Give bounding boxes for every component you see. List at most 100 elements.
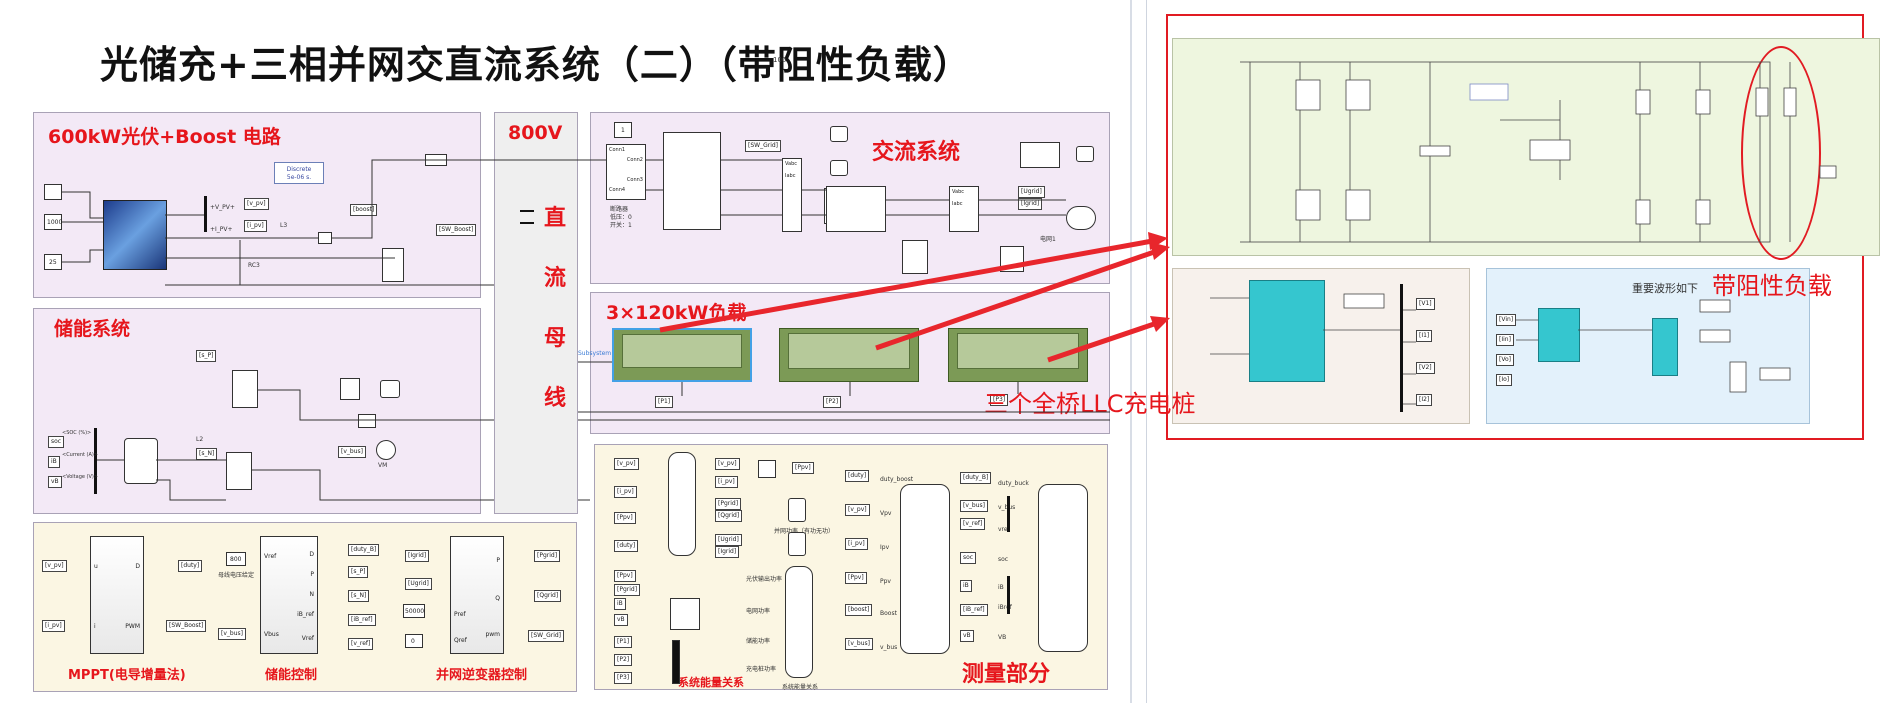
cyan-llc-block[interactable] [1249,280,1325,382]
ac-scope-1[interactable] [830,126,848,142]
in-io[interactable]: [Io] [1496,374,1513,386]
tag-igrid[interactable]: [Igrid] [1018,198,1043,210]
gc-out-pgrid[interactable]: [Pgrid] [534,550,561,562]
tag-i-pv[interactable]: [i_pv] [244,220,267,232]
ac-scope-2[interactable] [830,160,848,176]
en-igrid[interactable]: [Igrid] [715,546,740,558]
en-duty[interactable]: [duty] [614,540,639,552]
meas-scope-2[interactable] [1038,484,1088,652]
mppt-out-sw[interactable]: [SW_Boost] [166,620,207,632]
llc-charger-3[interactable] [948,328,1088,382]
m-i-pv[interactable]: [i_pv] [845,538,868,550]
energy-scope-big[interactable] [785,566,813,678]
en-p3[interactable]: [P3] [614,672,633,684]
inverter-bridge[interactable] [663,132,721,230]
en-p-pv[interactable]: [Ppv] [614,512,636,524]
tag-s-p[interactable]: [s_P] [196,350,217,362]
en-i-pv-2[interactable]: [i_pv] [715,476,738,488]
boost-switch[interactable] [382,248,404,282]
tag-s-n[interactable]: [s_N] [196,448,218,460]
en-p2[interactable]: [P2] [614,654,633,666]
m-boost[interactable]: [boost] [845,604,873,616]
m-ib-ref[interactable]: [iB_ref] [960,604,988,616]
tag-ib[interactable]: iB [48,456,60,468]
step-block[interactable] [44,184,62,200]
product-block[interactable] [758,460,776,478]
tag-ugrid[interactable]: [Ugrid] [1018,186,1045,198]
constant-25[interactable]: 25 [44,254,62,270]
mppt-block[interactable]: u i D PWM [90,536,144,654]
out-i2[interactable]: [I2] [1416,394,1433,406]
dc-bus-capacitor[interactable] [520,210,534,224]
m-soc[interactable]: soc [960,552,977,564]
lcl-filter[interactable] [826,186,886,232]
en-ppv2[interactable]: [Ppv] [614,570,636,582]
llc-charger-2[interactable] [779,328,919,382]
cyan-wave-block-2[interactable] [1652,318,1678,376]
mppt-out-duty[interactable]: [duty] [178,560,203,572]
storage-scope[interactable] [380,380,400,398]
en-qgrid[interactable]: [Qgrid] [715,510,743,522]
ac-const-1[interactable]: 1 [614,122,632,138]
m-v-pv[interactable]: [v_pv] [845,504,870,516]
grid-source[interactable] [1066,206,1096,230]
m-duty[interactable]: [duty] [845,470,870,482]
battery-icon[interactable] [124,438,158,484]
en-vb[interactable]: vB [614,614,628,626]
out-i1[interactable]: [I1] [1416,330,1433,342]
transformer-1[interactable] [902,240,928,274]
out-v1[interactable]: [V1] [1416,298,1435,310]
sc-out-ibref[interactable]: [iB_ref] [348,614,376,626]
gc-c50000[interactable]: 50000 [403,604,425,618]
sc-out-duty[interactable]: [duty_B] [348,544,380,556]
storage-switch-bottom[interactable] [226,452,252,490]
gc-in-ugrid[interactable]: [Ugrid] [405,578,432,590]
m-v-bus2[interactable]: [v_bus] [960,500,988,512]
en-v-pv-2[interactable]: [v_pv] [715,458,740,470]
pv-array-icon[interactable] [103,200,167,270]
power-calc[interactable] [1020,142,1060,168]
in-vo[interactable]: [Vo] [1496,354,1514,366]
breaker-block[interactable]: Conn1 Conn2 Conn3 Conn4 [606,144,646,200]
en-i-pv[interactable]: [i_pv] [614,486,637,498]
energy-scope-2[interactable] [788,498,806,522]
storage-switch-top[interactable] [232,370,258,408]
m-duty-b[interactable]: [duty_B] [960,472,992,484]
en-p1[interactable]: [P1] [614,636,633,648]
grid-ctrl-block[interactable]: Pref Qref P Q pwm [450,536,504,654]
storage-ctrl-vbus[interactable]: [v_bus] [218,628,246,640]
gc-c0[interactable]: 0 [405,634,423,648]
tag-sw-grid[interactable]: [SW_Grid] [745,140,782,152]
storage-ctrl-block[interactable]: Vref Vbus D P N iB_ref Vref [260,536,318,654]
en-ppv-out[interactable]: [Ppv] [792,462,814,474]
out-v2[interactable]: [V2] [1416,362,1435,374]
en-pgrid[interactable]: [Pgrid] [715,498,742,510]
tag-p2[interactable]: [P2] [823,396,842,408]
gc-out-qgrid[interactable]: [Qgrid] [534,590,562,602]
storage-meas-1[interactable] [340,378,360,400]
m-ib[interactable]: iB [960,580,972,592]
energy-product[interactable] [670,598,700,630]
energy-scope-3[interactable] [788,532,806,556]
tag-p1[interactable]: [P1] [655,396,674,408]
cyan-wave-block-1[interactable] [1538,308,1580,362]
tag-soc[interactable]: soc [48,436,65,448]
discrete-block[interactable]: Discrete 5e-06 s. [274,162,324,184]
tag-v-pv[interactable]: [v_pv] [244,198,269,210]
llc-charger-1[interactable] [612,328,752,382]
energy-mux[interactable] [672,640,680,684]
vi-meas-1[interactable]: Vabc Iabc [782,158,802,232]
tag-vb[interactable]: vB [48,476,62,488]
in-vin[interactable]: [Vin] [1496,314,1517,326]
pv-diode[interactable] [425,154,447,166]
tag-p3[interactable]: [P3] [990,394,1009,406]
in-iin[interactable]: [Iin] [1496,334,1514,346]
constant-1000[interactable]: 1000 [44,214,62,230]
storage-ctrl-c800[interactable]: 800 [226,552,246,566]
energy-scope-1[interactable] [668,452,696,556]
mppt-in-v[interactable]: [v_pv] [42,560,67,572]
storage-meas-2[interactable] [358,414,376,428]
tag-v-bus[interactable]: [v_bus] [338,446,366,458]
ac-scope-3[interactable] [1076,146,1094,162]
sc-out-sn[interactable]: [s_N] [348,590,370,602]
